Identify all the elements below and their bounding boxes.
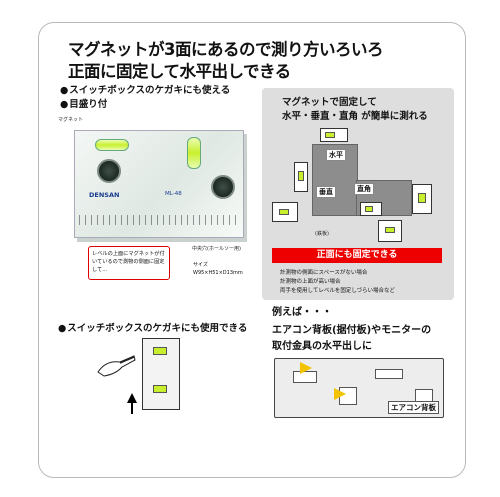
- ruler-graduations: [79, 215, 239, 225]
- panel-note-3: 両手を使用してレベルを固定しづらい場合など: [280, 288, 396, 294]
- hole-label: 中央穴(ホールソー用): [192, 246, 241, 252]
- arrow-up-icon: [127, 393, 137, 403]
- banner-front-mount: 正面にも固定できる: [272, 248, 442, 263]
- magnet-right-icon: [211, 175, 235, 199]
- magnet-label: マグネット: [58, 117, 84, 123]
- arrow-shaft: [131, 402, 133, 414]
- tag-iron: (鉄板): [315, 231, 329, 237]
- callout-box: レベルの上面にマグネットが付いているので測物の側面に固定して...: [88, 246, 170, 280]
- level-product-image: DENSAN ML-48: [74, 130, 244, 238]
- headline-line-2: 正面に固定して水平出しできる: [68, 62, 291, 81]
- bullet-graduations: 目盛り付: [60, 96, 107, 110]
- size-info: サイズ W95×H51×D13mm: [193, 262, 243, 277]
- pencil-hand-icon: [97, 355, 136, 377]
- vial-vertical-icon: [187, 137, 201, 169]
- tag-horizontal: 水平: [326, 149, 346, 161]
- mini-level-top: [320, 128, 348, 142]
- panel-title-line-2: 水平・垂直・直角 が簡単に測れる: [282, 111, 428, 122]
- mini-level-right: [412, 184, 432, 214]
- switch-box-label: スイッチボックスのケガキにも使用できる: [58, 320, 247, 334]
- switch-box-image: [142, 338, 180, 410]
- example-lead: 例えば・・・: [272, 307, 332, 318]
- tag-vertical: 垂直: [316, 186, 336, 198]
- bullet-switch-box: スイッチボックスのケガキにも使える: [60, 82, 230, 96]
- vial-horizontal-icon: [95, 139, 129, 151]
- size-label: サイズ: [193, 262, 208, 268]
- yellow-arrow-1-icon: [300, 362, 312, 374]
- yellow-arrow-2-icon: [334, 388, 346, 400]
- tag-right-angle: 直角: [354, 183, 374, 195]
- magnet-left-icon: [97, 159, 121, 183]
- mini-level-bottom: [378, 220, 402, 242]
- panel-title-line-1: マグネットで固定して: [282, 97, 377, 108]
- panel-note-1: 計測物の側面にスペースがない場合: [280, 270, 368, 276]
- example-line-1: エアコン背板(据付板)やモニターの: [272, 325, 432, 336]
- model-number: ML-48: [165, 191, 182, 197]
- mini-level-corner: [360, 202, 382, 216]
- brand-logo: DENSAN: [89, 191, 120, 199]
- panel-note-2: 計測物の上面が高い場合: [280, 279, 341, 285]
- example-line-2: 取付金具の水平出しに: [272, 341, 372, 352]
- aircon-tag: エアコン背板: [388, 401, 439, 414]
- headline-line-1: マグネットが3面にあるので測り方いろいろ: [68, 40, 383, 59]
- size-value: W95×H51×D13mm: [193, 269, 243, 276]
- mini-level-bottom-left: [272, 202, 298, 222]
- mini-level-left: [294, 162, 308, 192]
